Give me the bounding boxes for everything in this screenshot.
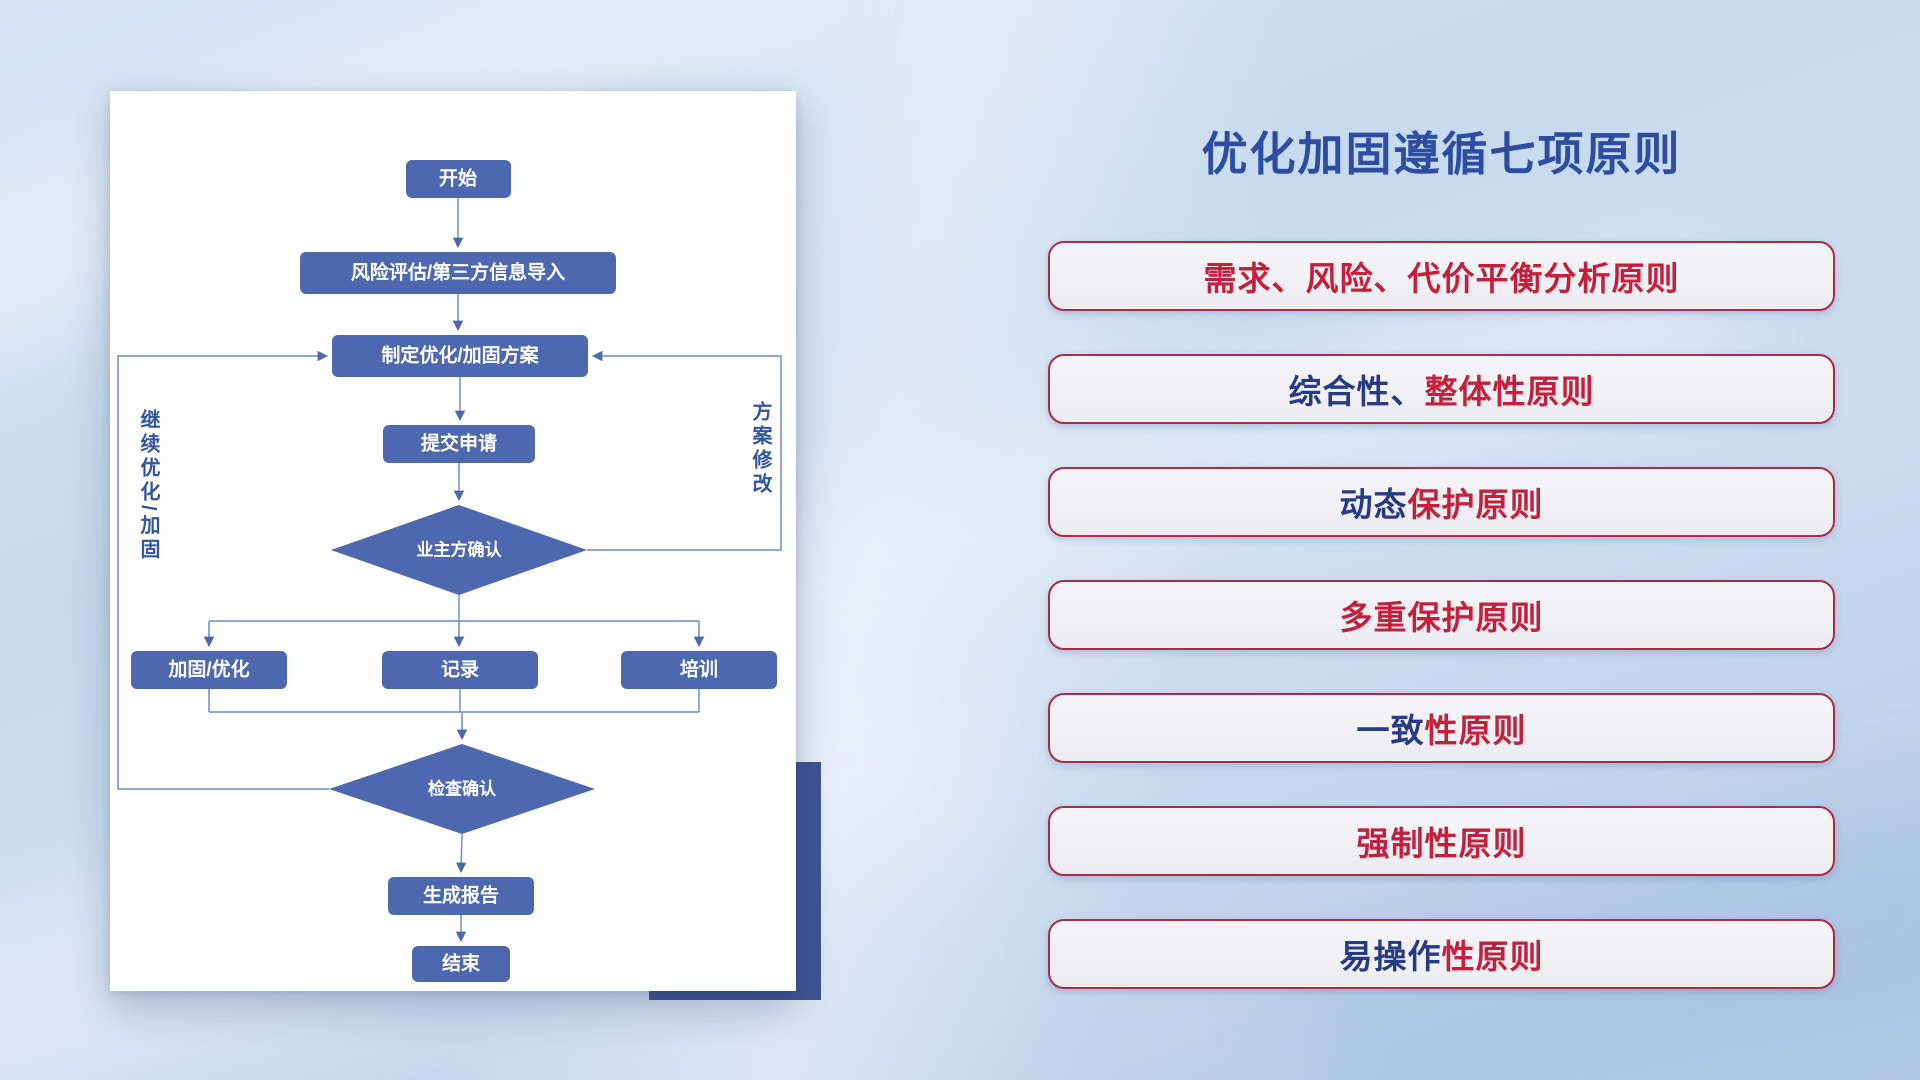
principle-2-text-navy: 综合性、 xyxy=(1288,373,1425,410)
panel-title: 优化加固遵循七项原则 xyxy=(1201,128,1682,180)
principle-2-text-red: 整体性原则 xyxy=(1424,373,1595,410)
principle-pill-6: 强制性原则 xyxy=(1048,806,1835,876)
principle-3-text-red: 保护原则 xyxy=(1407,486,1544,523)
principle-7-text-red: 性原则 xyxy=(1441,938,1544,975)
flow-node-record: 记录 xyxy=(382,651,538,689)
flow-node-check-confirm-label: 检查确认 xyxy=(428,779,497,799)
flow-node-submit-request: 提交申请 xyxy=(383,425,535,463)
flow-node-owner-confirm-label: 业主方确认 xyxy=(417,540,503,560)
principle-5-text-navy: 一致 xyxy=(1356,712,1425,749)
principle-pill-7: 易操作性原则 xyxy=(1048,919,1835,989)
flow-node-make-plan-label: 制定优化/加固方案 xyxy=(381,344,539,367)
principle-pill-2: 综合性、整体性原则 xyxy=(1048,354,1835,424)
flowchart-svg: 开始 风险评估/第三方信息导入 制定优化/加固方案 提交申请 业主方确认 加固/ xyxy=(117,160,782,982)
flow-node-record-label: 记录 xyxy=(441,659,479,681)
principle-pill-1: 需求、风险、代价平衡分析原则 xyxy=(1048,241,1835,311)
principle-3-text-navy: 动态 xyxy=(1339,486,1408,523)
flow-node-training: 培训 xyxy=(621,651,777,689)
right-loop-label: 方案修改 xyxy=(749,401,771,497)
principle-1-text-red: 需求、风险、代价平衡分析原则 xyxy=(1203,260,1680,297)
principles-panel: 优化加固遵循七项原则 需求、风险、代价平衡分析原则 综合性、整体性原则 动态保护… xyxy=(1048,118,1835,1032)
left-loop-label: 继续优化/加固 xyxy=(137,409,159,563)
flow-node-submit-request-label: 提交申请 xyxy=(421,432,497,455)
principle-5-text-red: 性原则 xyxy=(1424,712,1527,749)
flow-node-end: 结束 xyxy=(412,946,510,982)
principle-7-text-navy: 易操作 xyxy=(1339,938,1442,975)
flow-node-generate-report: 生成报告 xyxy=(388,877,534,915)
flow-node-risk-import-label: 风险评估/第三方信息导入 xyxy=(351,261,565,284)
flow-node-owner-confirm: 业主方确认 xyxy=(331,505,587,595)
principle-4-text-red: 多重保护原则 xyxy=(1339,599,1544,636)
flow-connectors xyxy=(117,198,782,943)
flow-node-risk-import: 风险评估/第三方信息导入 xyxy=(300,252,616,294)
flowchart-card: 开始 风险评估/第三方信息导入 制定优化/加固方案 提交申请 业主方确认 加固/ xyxy=(110,91,796,991)
principle-6-text-red: 强制性原则 xyxy=(1356,825,1527,862)
flow-node-make-plan: 制定优化/加固方案 xyxy=(332,335,588,377)
flow-node-reinforce-optimize: 加固/优化 xyxy=(131,651,287,689)
principle-pill-3: 动态保护原则 xyxy=(1048,467,1835,537)
flow-node-training-label: 培训 xyxy=(680,658,718,681)
principle-pill-5: 一致性原则 xyxy=(1048,693,1835,763)
flow-node-generate-report-label: 生成报告 xyxy=(423,884,499,907)
flow-node-start: 开始 xyxy=(406,160,511,198)
flow-node-start-label: 开始 xyxy=(439,167,477,190)
flow-node-reinforce-optimize-label: 加固/优化 xyxy=(167,658,249,681)
principle-pill-4: 多重保护原则 xyxy=(1048,580,1835,650)
flow-node-check-confirm: 检查确认 xyxy=(329,744,595,834)
flow-node-end-label: 结束 xyxy=(442,952,481,975)
